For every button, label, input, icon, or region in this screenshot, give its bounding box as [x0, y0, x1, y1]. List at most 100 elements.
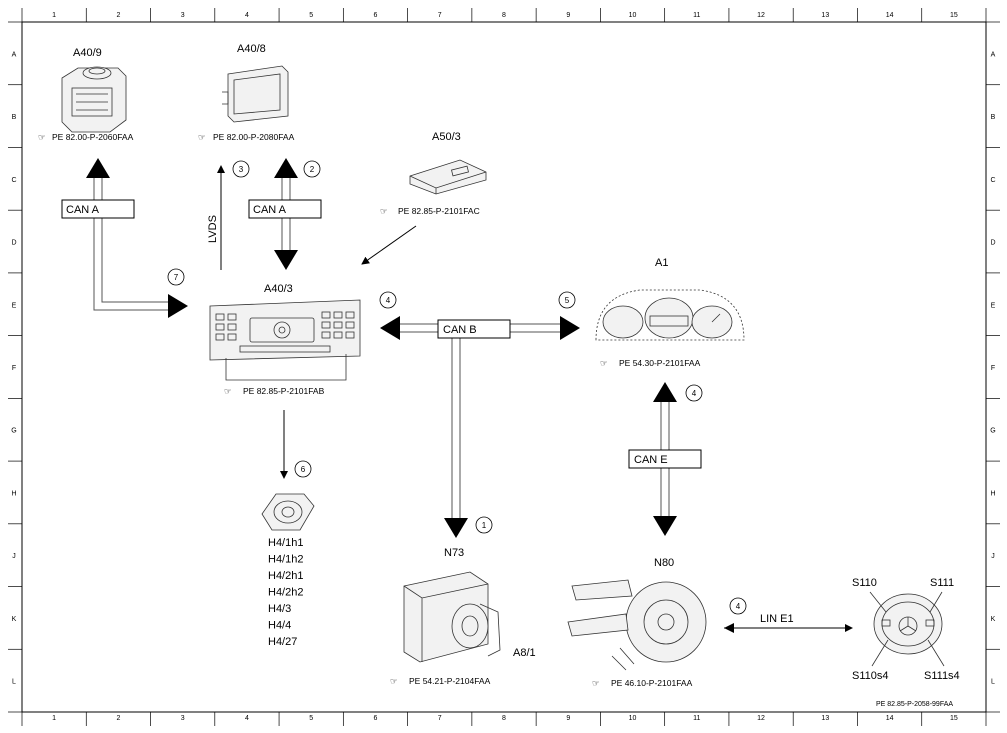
- a40-9-ref-icon: ☞: [38, 132, 46, 142]
- speaker-label: H4/4: [268, 620, 291, 632]
- can-a-left-arrow-right: [168, 294, 188, 318]
- can-e-box: [628, 449, 702, 469]
- can-a-right-box: [248, 199, 322, 219]
- bus-lin-e1: LIN E1: [724, 613, 853, 633]
- grid-col-label-bottom: 10: [629, 715, 637, 722]
- lin-e1-label: LIN E1: [760, 613, 794, 625]
- component-a50-3: A50/3 ☞ PE 82.85-P-2101FAC: [380, 131, 487, 216]
- can-b-line: [398, 323, 562, 520]
- grid-row-label-left: J: [12, 553, 16, 560]
- s110-leader: [869, 591, 887, 613]
- can-a-right-arrow-up: [274, 158, 298, 178]
- can-e-label: CAN E: [634, 454, 668, 466]
- n80-drawing: [567, 579, 707, 671]
- grid-row-label-right: B: [991, 114, 996, 121]
- bus-can-e: CAN E: [628, 382, 702, 536]
- can-a-right-arrow-down: [274, 250, 298, 270]
- n73-ref: PE 54.21-P-2104FAA: [409, 676, 491, 686]
- can-e-arrow-up: [653, 382, 677, 402]
- a50-3-drawing: [409, 159, 487, 195]
- svg-text:4: 4: [692, 389, 697, 398]
- bus-lvds: LVDS: [207, 165, 225, 270]
- component-a1: A1 ☞ PE 54.30-P-2101FAA: [595, 257, 745, 368]
- a40-9-code: A40/9: [73, 47, 102, 59]
- bus-can-a-left: CAN A: [61, 158, 188, 318]
- grid-col-label-top: 3: [181, 12, 185, 19]
- footer-ref: PE 82.85-P-2058-99FAA: [876, 701, 953, 708]
- grid-row-label-right: J: [991, 553, 995, 560]
- s111s4-label: S111s4: [924, 670, 960, 682]
- grid-row-label-right: K: [991, 616, 996, 623]
- speaker-label: H4/2h1: [268, 570, 303, 582]
- component-n73: N73 A8/1 ☞ PE 54.21-P-2104FAA: [390, 547, 536, 686]
- grid-col-label-bottom: 4: [245, 715, 249, 722]
- grid-col-label-top: 11: [693, 12, 700, 19]
- a8-1-code: A8/1: [513, 647, 536, 659]
- can-b-arrow-right: [560, 316, 580, 340]
- can-b-box: [437, 319, 511, 339]
- callout-5: 5: [558, 291, 576, 309]
- grid-col-label-bottom: 9: [566, 715, 570, 722]
- grid-col-label-top: 2: [116, 12, 120, 19]
- a40-3-code: A40/3: [264, 283, 293, 295]
- grid-col-label-bottom: 7: [438, 715, 442, 722]
- grid-row-label-left: K: [12, 616, 17, 623]
- grid-col-label-top: 10: [629, 12, 637, 19]
- a50-3-ref-icon: ☞: [380, 206, 388, 216]
- can-b-arrow-down: [444, 518, 468, 538]
- s110-label: S110: [852, 577, 877, 589]
- component-a40-9: A40/9 ☞ PE 82.00-P-2060FAA: [38, 47, 134, 142]
- s110s4-leader: [871, 639, 889, 667]
- grid-col-label-bottom: 15: [950, 715, 958, 722]
- grid-col-label-top: 4: [245, 12, 249, 19]
- speaker-label: H4/1h2: [268, 554, 303, 566]
- a50-3-ref: PE 82.85-P-2101FAC: [398, 206, 480, 216]
- a40-3-ref-icon: ☞: [224, 386, 232, 396]
- can-a-right-label: CAN A: [253, 204, 287, 216]
- bus-can-b: CAN B: [380, 316, 580, 538]
- grid-col-label-top: 12: [757, 12, 765, 19]
- grid-col-label-bottom: 13: [821, 715, 829, 722]
- n80-code: N80: [654, 557, 674, 569]
- grid-ticks: [8, 8, 1000, 726]
- a50-3-to-a40-3-arrow: [361, 225, 417, 265]
- grid-col-label-bottom: 8: [502, 715, 506, 722]
- grid-row-label-right: F: [991, 365, 995, 372]
- callout-1: 1: [475, 516, 493, 534]
- a40-8-ref: PE 82.00-P-2080FAA: [213, 132, 295, 142]
- callout-4-c: 4: [729, 597, 747, 615]
- grid-row-label-right: E: [991, 302, 996, 309]
- can-a-left-box: [61, 199, 135, 219]
- n80-ref: PE 46.10-P-2101FAA: [611, 678, 693, 688]
- component-a40-3: A40/3 ☞ PE 82.85-P-2101FAB: [209, 283, 361, 396]
- component-steering-wheel: S110 S111 S110s4 S111s4: [852, 577, 960, 682]
- grid-col-label-bottom: 6: [374, 715, 378, 722]
- svg-text:3: 3: [239, 165, 244, 174]
- grid-col-label-bottom: 5: [309, 715, 313, 722]
- n80-ref-icon: ☞: [592, 678, 600, 688]
- grid-col-label-top: 7: [438, 12, 442, 19]
- a50-3-code: A50/3: [432, 131, 461, 143]
- callout-2: 2: [303, 160, 321, 178]
- grid-col-label-top: 13: [821, 12, 829, 19]
- grid-row-label-right: H: [990, 490, 995, 497]
- a1-code: A1: [655, 257, 668, 269]
- can-e-arrow-down: [653, 516, 677, 536]
- n73-code: N73: [444, 547, 464, 559]
- grid-labels: 1122334455667788991010111112121313141415…: [11, 12, 995, 722]
- can-b-arrow-left: [380, 316, 400, 340]
- grid-col-label-top: 8: [502, 12, 506, 19]
- a40-3-drawing: [209, 299, 361, 381]
- speaker-label: H4/2h2: [268, 587, 303, 599]
- callout-7: 7: [167, 268, 185, 286]
- grid-row-label-right: L: [991, 679, 995, 686]
- grid-row-label-right: A: [991, 51, 996, 58]
- grid-row-label-left: A: [12, 51, 17, 58]
- a1-drawing: [595, 289, 745, 341]
- grid-row-label-right: D: [990, 240, 995, 247]
- a40-8-ref-icon: ☞: [198, 132, 206, 142]
- diagram-frame: [21, 21, 987, 713]
